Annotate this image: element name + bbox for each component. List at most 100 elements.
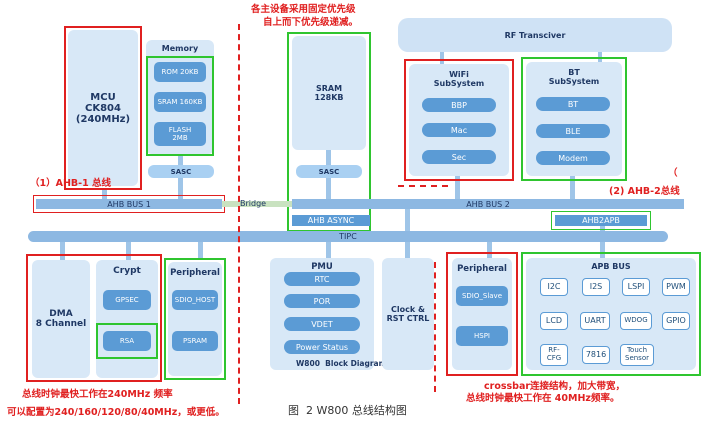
sram-size: 128KB — [314, 93, 344, 102]
connector — [326, 150, 331, 165]
connector — [102, 190, 107, 202]
ahb-bus-1: AHB BUS 1 — [36, 199, 222, 209]
apb-i2c: I2C — [540, 278, 568, 296]
connector — [326, 178, 331, 200]
sram-name: SRAM — [315, 84, 343, 93]
apb-uart: UART — [580, 312, 610, 330]
note-ahb2-paren: （ — [668, 168, 678, 179]
peripheral-right-highlight — [446, 252, 518, 376]
bt-modem: Modem — [536, 151, 610, 165]
note-bottom-left-1: 总线时钟最快工作在240MHz 频率 — [22, 389, 173, 400]
ahb-bus-1-label: AHB BUS 1 — [107, 199, 151, 209]
bt-bt: BT — [536, 97, 610, 111]
apb-title: APB BUS — [591, 262, 631, 271]
rst-label: RST CTRL — [386, 314, 430, 323]
ahb-async-label: AHB ASYNC — [307, 216, 355, 225]
tipc-label: TIPC — [339, 232, 357, 241]
ahb2apb-label: AHB2APB — [582, 216, 620, 225]
connector — [326, 238, 331, 258]
sasc-left: SASC — [148, 165, 214, 178]
sram-chip: SRAM 160KB — [154, 92, 206, 112]
dma-block: DMA 8 Channel — [32, 260, 90, 378]
note-bottom-right-1: crossbar连接结构，加大带宽， — [484, 381, 626, 392]
peripheral-right: Peripheral — [452, 258, 512, 370]
block-diagram-caption: W800 Block Diagram — [296, 359, 387, 368]
mcu-freq: (240MHz) — [75, 113, 131, 125]
bt-highlight — [521, 57, 627, 181]
note-ahb1: （1）AHB-1 总线 — [30, 178, 112, 189]
wifi-title: WiFi — [449, 70, 469, 79]
connector — [600, 226, 605, 258]
memory-title: Memory — [161, 44, 199, 53]
connector — [178, 178, 183, 200]
apb-lcd: LCD — [540, 312, 568, 330]
connector — [487, 238, 492, 258]
ahb2apb: AHB2APB — [555, 215, 647, 226]
wifi-bbp: BBP — [422, 98, 496, 112]
wifi-mac: Mac — [422, 123, 496, 137]
ahb-bus-2: AHB BUS 2 — [292, 199, 684, 209]
rf-transceiver: RF Transciver — [398, 18, 672, 52]
gpsec-chip: GPSEC — [103, 290, 151, 310]
note-ahb2: (2) AHB-2总线 — [609, 186, 680, 197]
bridge-label: Bridge — [240, 199, 267, 208]
connector — [60, 238, 65, 260]
flash-chip: FLASH 2MB — [154, 122, 206, 146]
apb-gpio: GPIO — [662, 312, 690, 330]
rsa-highlight — [96, 323, 158, 359]
mcu-core: CK804 — [85, 102, 121, 114]
bt-subtitle: SubSystem — [548, 77, 600, 86]
connector — [126, 238, 131, 260]
ahb-bus-1-highlight — [33, 195, 225, 213]
sasc-left-label: SASC — [170, 167, 192, 176]
peripheral-left: Peripheral — [168, 262, 222, 376]
apb-i2s: I2S — [582, 278, 610, 296]
sdio-host-chip: SDIO_HOST — [172, 290, 218, 310]
ahb2apb-highlight — [551, 211, 651, 230]
sasc-right-label: SASC — [318, 167, 340, 176]
rsa-chip: RSA — [103, 331, 151, 351]
dma-name: DMA — [49, 309, 73, 319]
mcu-name: MCU — [90, 91, 116, 103]
apb-wdog: WDOG — [620, 312, 652, 330]
bridge-connector — [222, 201, 294, 207]
dma-crypt-highlight — [26, 254, 162, 382]
apb-lspi: LSPI — [622, 278, 650, 296]
note-top-line1: 各主设备采用固定优先级 — [251, 4, 356, 15]
separator-arc — [398, 185, 448, 187]
pmu-por: POR — [284, 294, 360, 308]
sasc-right: SASC — [296, 165, 362, 178]
note-bottom-right-2: 总线时钟最快工作在 40MHz频率。 — [466, 393, 620, 404]
separator-right — [434, 262, 436, 392]
apb-7816: 7816 — [582, 346, 610, 364]
sdio-slave-chip: SDIO_Slave — [456, 286, 508, 306]
connector — [440, 52, 444, 64]
psram-chip: PSRAM — [172, 331, 218, 351]
peripheral-left-highlight — [164, 258, 226, 380]
bt-ble: BLE — [536, 124, 610, 138]
ahb-bus-2-label: AHB BUS 2 — [466, 199, 510, 209]
wifi-highlight — [404, 59, 514, 181]
crypt-title: Crypt — [113, 266, 141, 276]
note-bottom-left-2: 可以配置为240/160/120/80/40MHz，或更低。 — [7, 407, 225, 418]
memory-highlight — [146, 56, 214, 156]
ahb-async: AHB ASYNC — [292, 215, 370, 226]
hspi-chip: HSPI — [456, 326, 508, 346]
wifi-sec: Sec — [422, 150, 496, 164]
connector — [455, 176, 460, 202]
separator-left — [238, 24, 240, 404]
pmu-vdet: VDET — [284, 317, 360, 331]
clock-label: Clock & — [391, 305, 425, 314]
pmu-rtc: RTC — [284, 272, 360, 286]
pmu-title: PMU — [311, 262, 333, 272]
apb-touch-sensor: Touch Sensor — [620, 344, 654, 366]
connector — [198, 238, 203, 260]
tipc-bus: TIPC — [28, 231, 668, 242]
apb-rf-cfg: RF- CFG — [540, 344, 568, 366]
apb-pwm: PWM — [662, 278, 690, 296]
peripheral-right-title: Peripheral — [457, 264, 507, 274]
mcu-highlight — [64, 26, 142, 190]
apb-highlight — [521, 252, 701, 376]
bt-title: BT — [568, 68, 580, 77]
note-top-line2: 自上而下优先级递减。 — [263, 17, 359, 28]
